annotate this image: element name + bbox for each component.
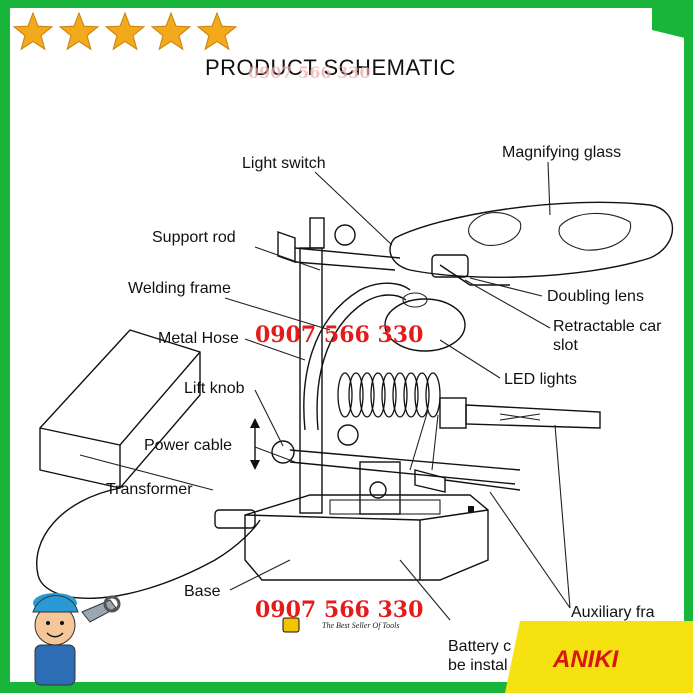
phone-watermark-bottom: 0907 566 330 bbox=[255, 597, 423, 623]
label-retractable-slot-1: Retractable car bbox=[553, 318, 662, 335]
label-transformer: Transformer bbox=[106, 481, 193, 498]
faded-phone-watermark: 0907 566 330 bbox=[248, 63, 370, 82]
label-led-lights: LED lights bbox=[504, 371, 577, 388]
label-doubling-lens: Doubling lens bbox=[547, 288, 644, 305]
label-lift-knob: Lift knob bbox=[184, 380, 245, 397]
label-metal-hose: Metal Hose bbox=[158, 330, 239, 347]
label-auxiliary-frame: Auxiliary fra bbox=[571, 604, 655, 621]
tagline-watermark: The Best Seller Of Tools bbox=[322, 621, 399, 630]
label-retractable-slot-2: slot bbox=[553, 337, 578, 354]
label-welding-frame: Welding frame bbox=[128, 280, 231, 297]
label-magnifying-glass: Magnifying glass bbox=[502, 144, 621, 161]
phone-watermark-middle: 0907 566 330 bbox=[255, 322, 423, 348]
label-base: Base bbox=[184, 583, 221, 600]
label-light-switch: Light switch bbox=[242, 155, 326, 172]
label-battery-1: Battery c bbox=[448, 638, 511, 655]
label-power-cable: Power cable bbox=[144, 437, 232, 454]
tool-logo-icon bbox=[283, 618, 299, 632]
brand-name: ANIKI bbox=[552, 646, 620, 673]
label-support-rod: Support rod bbox=[152, 229, 236, 246]
label-battery-2: be instal bbox=[448, 657, 508, 674]
